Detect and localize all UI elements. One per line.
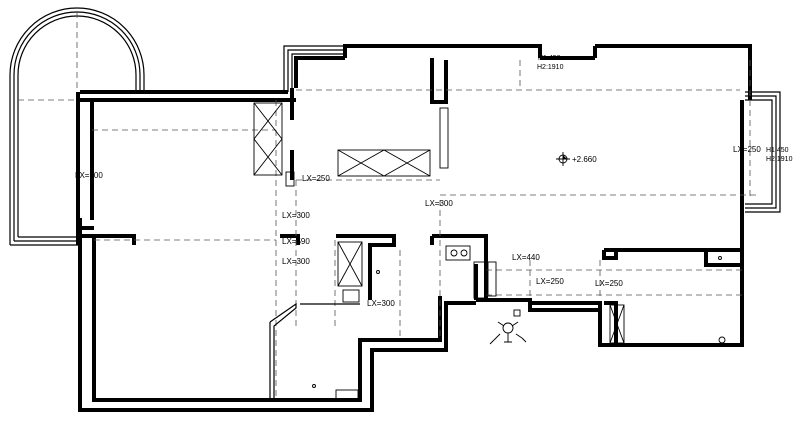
wardrobes [253,102,625,401]
label-lx590: LX=590 [282,237,310,246]
label-window-right-h1: H1:450 [766,147,789,154]
label-lx250-right-b: LX=250 [595,279,623,288]
person-figure-icon [489,309,527,345]
label-lx440: LX=440 [512,253,540,262]
label-lx250-right-a: LX=250 [536,277,564,286]
label-window-top-h1: H1:450 [538,55,561,62]
kitchen-fixtures [312,245,726,388]
label-lx250-mid: LX=250 [302,174,330,183]
window-frames [283,45,781,213]
label-lx300-kitchen: LX=300 [367,299,395,308]
walls [76,44,752,412]
elevation-marker-icon [556,152,570,166]
label-window-top-h2: H2:1910 [537,64,564,71]
label-lx300-lower: LX=300 [282,257,310,266]
diagonal-wall [269,302,360,400]
label-lx250-far-right: LX=250 [733,145,761,154]
labels: LX=300 LX=250 LX=300 LX=590 LX=300 LX=30… [75,55,793,308]
label-lx300-left: LX=300 [75,171,103,180]
label-elevation: +2.660 [572,155,597,164]
label-window-right-h2: H2:1910 [766,156,793,163]
label-lx300-upper: LX=300 [282,211,310,220]
label-lx300-center: LX=300 [425,199,453,208]
